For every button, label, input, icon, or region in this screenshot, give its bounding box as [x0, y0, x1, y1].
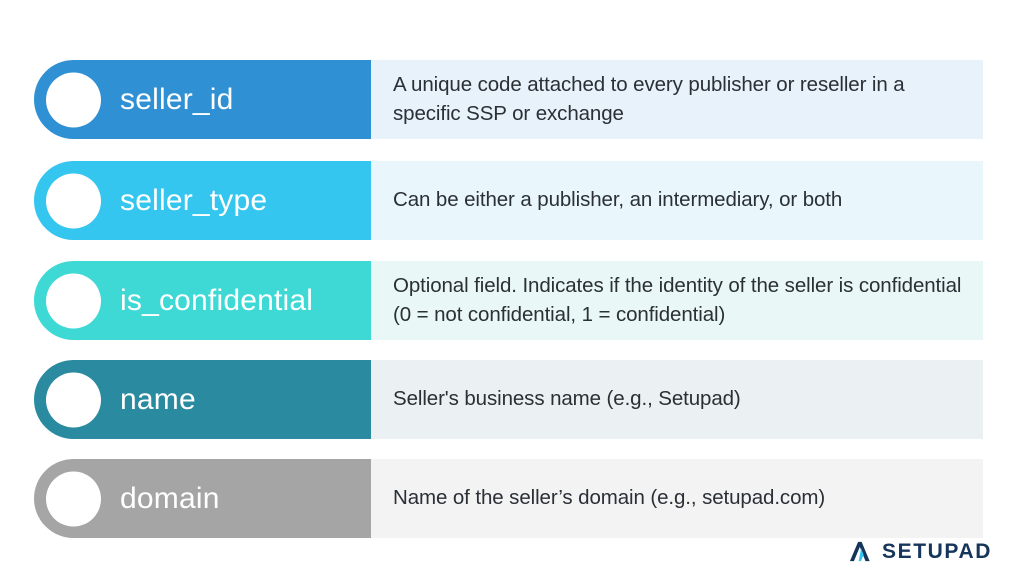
field-row: domain Name of the seller’s domain (e.g.…	[34, 459, 983, 538]
field-description-panel: Optional field. Indicates if the identit…	[371, 261, 983, 340]
brand-name-label: SETUPAD	[882, 540, 992, 563]
field-pill-name: name	[34, 360, 371, 439]
field-name-label: is_confidential	[120, 284, 314, 317]
bullet-dot-icon	[46, 273, 101, 328]
field-name-label: domain	[120, 482, 220, 515]
field-row: name Seller's business name (e.g., Setup…	[34, 360, 983, 439]
field-description-panel: Can be either a publisher, an intermedia…	[371, 161, 983, 240]
field-description-text: Seller's business name (e.g., Setupad)	[393, 387, 741, 411]
bullet-dot-icon	[46, 471, 101, 526]
setupad-lambda-icon	[849, 541, 870, 562]
brand-logo: SETUPAD	[848, 539, 992, 564]
field-description-panel: Seller's business name (e.g., Setupad)	[371, 360, 983, 439]
field-pill-is-confidential: is_confidential	[34, 261, 371, 340]
field-description-text: Optional field. Indicates if the identit…	[393, 274, 962, 326]
field-pill-seller-type: seller_type	[34, 161, 371, 240]
field-name-label: seller_type	[120, 184, 268, 217]
bullet-dot-icon	[46, 72, 101, 127]
field-name-label: seller_id	[120, 83, 234, 116]
field-description-panel: A unique code attached to every publishe…	[371, 60, 983, 139]
field-description-text: Can be either a publisher, an intermedia…	[393, 188, 843, 212]
field-description-text: A unique code attached to every publishe…	[393, 73, 905, 125]
field-description-panel: Name of the seller’s domain (e.g., setup…	[371, 459, 983, 538]
field-row: is_confidential Optional field. Indicate…	[34, 261, 983, 340]
field-description-text: Name of the seller’s domain (e.g., setup…	[393, 486, 826, 510]
field-row: seller_type Can be either a publisher, a…	[34, 161, 983, 240]
bullet-dot-icon	[46, 173, 101, 228]
field-name-label: name	[120, 383, 196, 416]
field-row: seller_id A unique code attached to ever…	[34, 60, 983, 139]
field-pill-domain: domain	[34, 459, 371, 538]
bullet-dot-icon	[46, 372, 101, 427]
field-pill-seller-id: seller_id	[34, 60, 371, 139]
